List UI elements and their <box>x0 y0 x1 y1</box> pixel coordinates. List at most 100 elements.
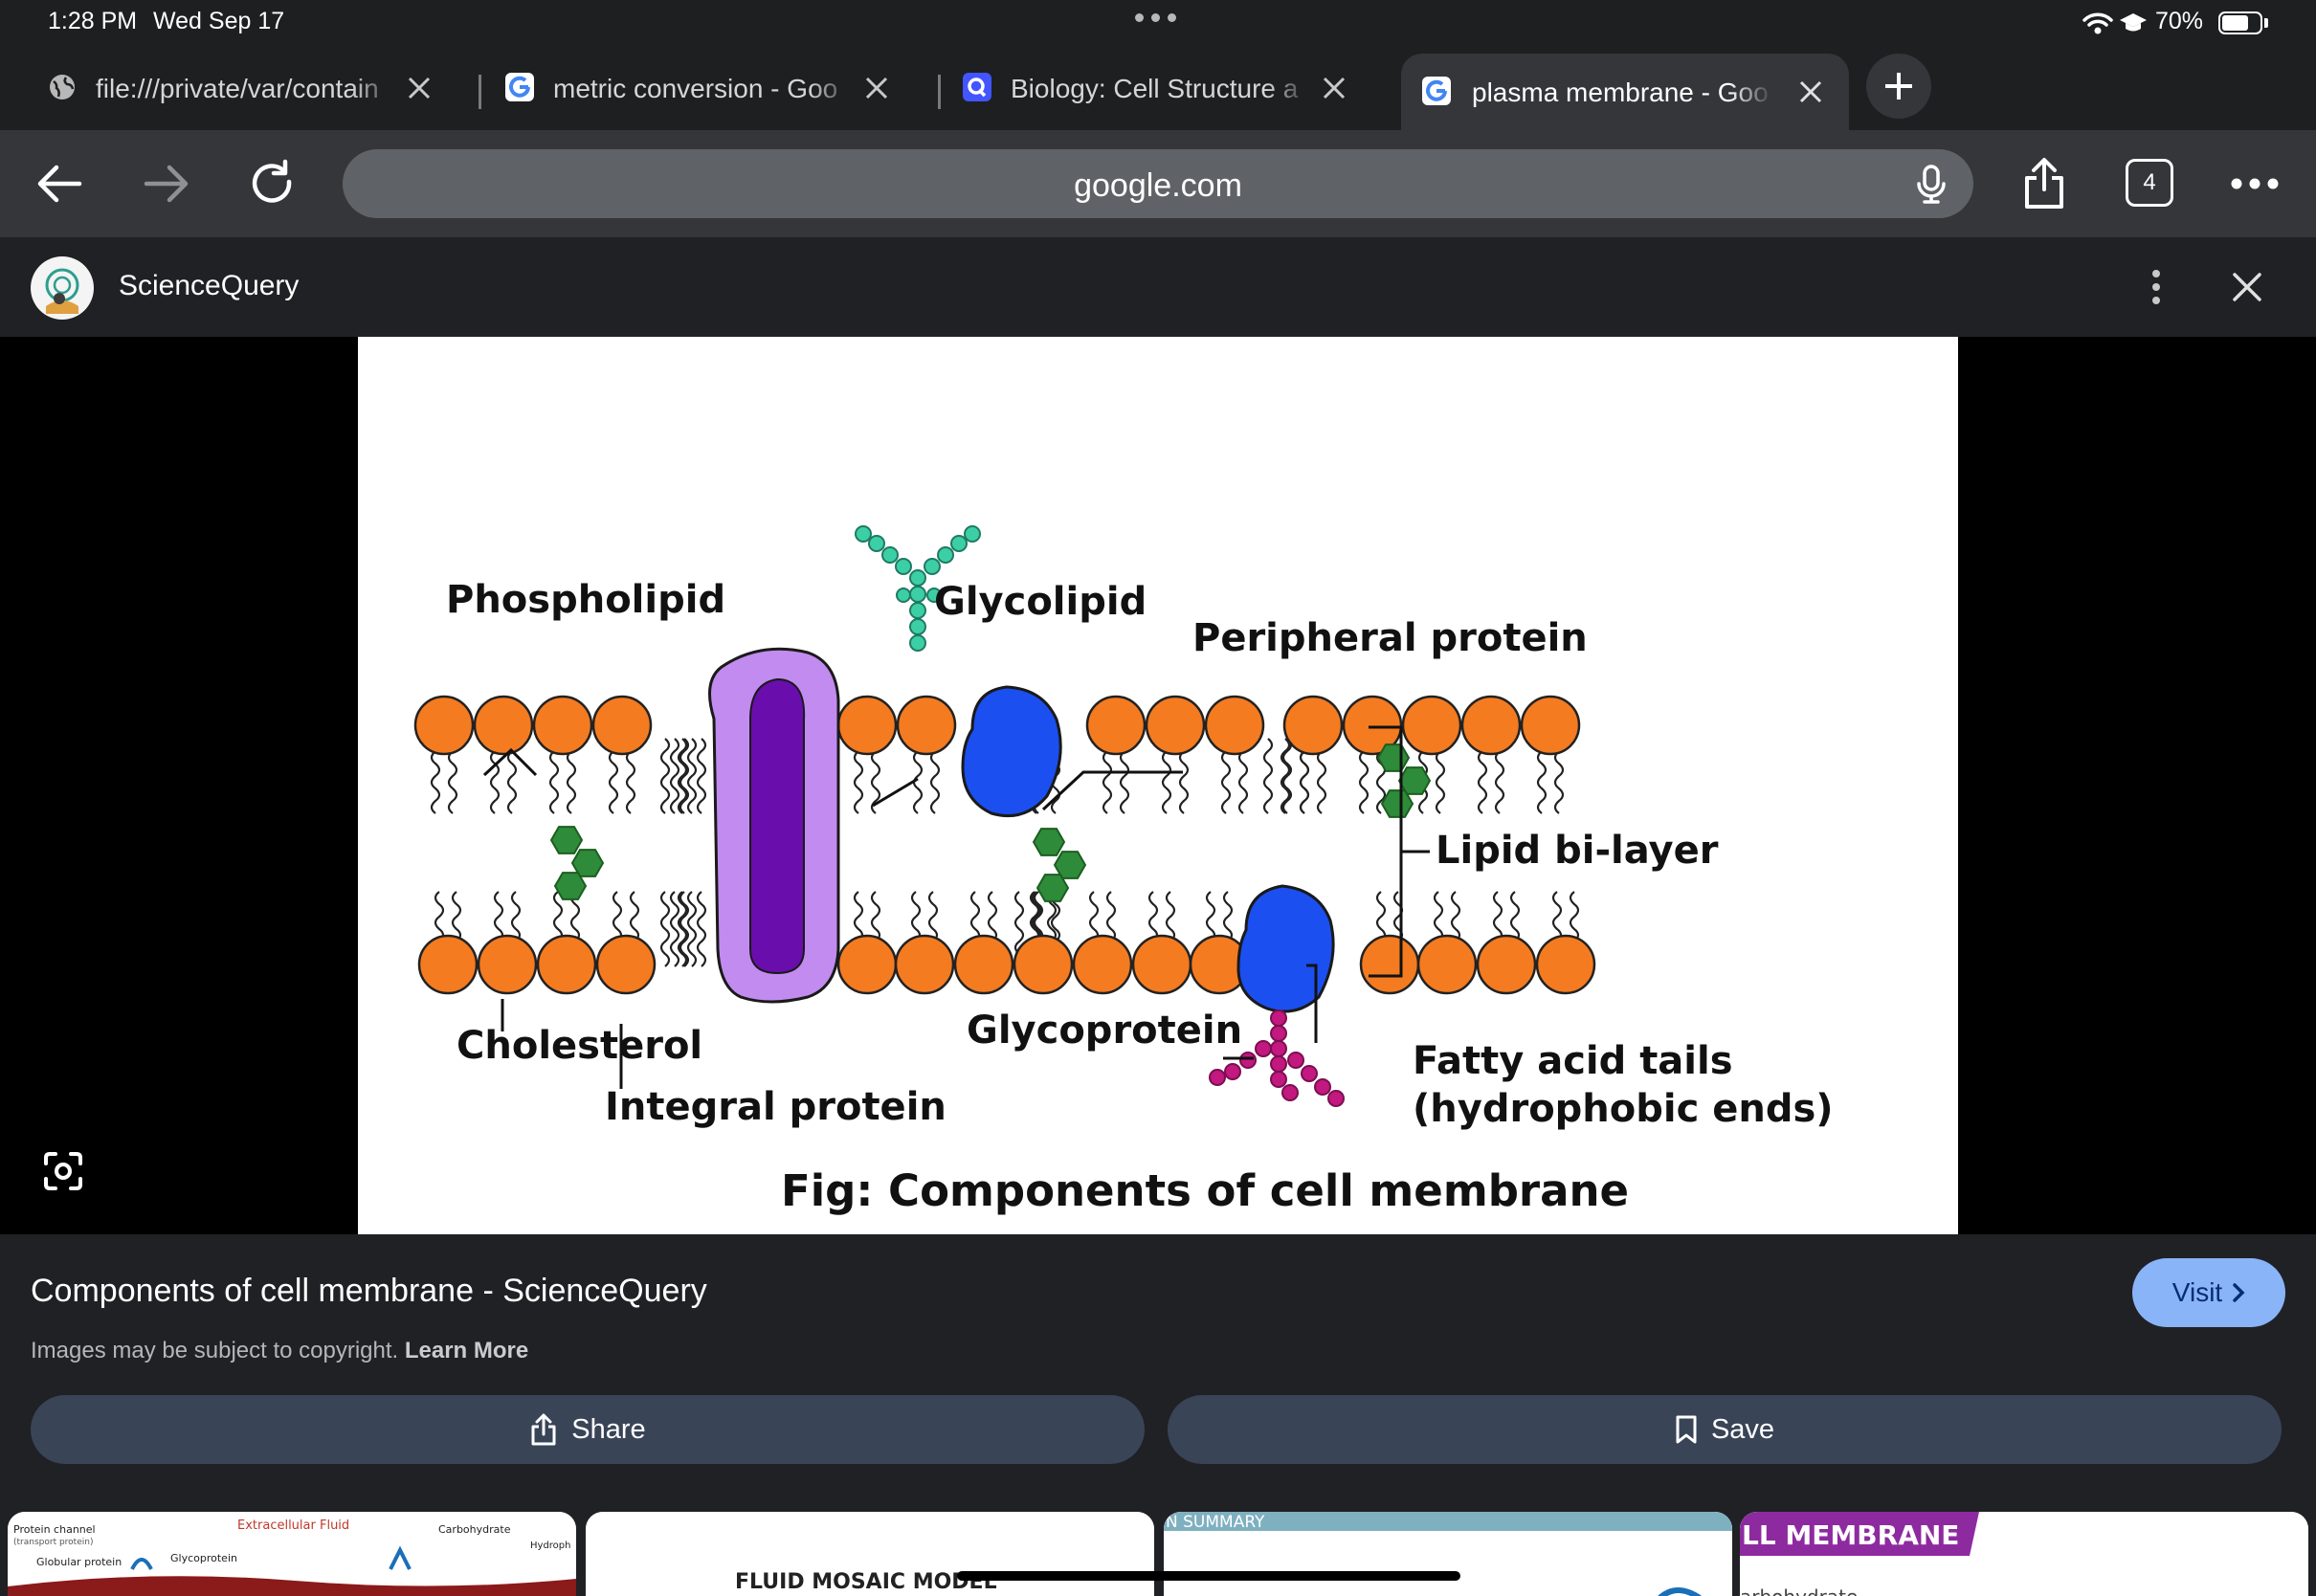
tab-plasma-membrane[interactable]: plasma membrane - Goo <box>1401 54 1849 130</box>
phospholipid-head <box>836 695 898 756</box>
plus-icon <box>1885 73 1912 100</box>
copyright-notice: Images may be subject to copyright. Lear… <box>31 1338 528 1364</box>
related-image-thumbnail[interactable]: N SUMMARY <box>1164 1512 1732 1596</box>
label-cholesterol: Cholesterol <box>457 1024 702 1068</box>
close-tab-icon[interactable] <box>404 73 434 103</box>
glycoprotein-sugar <box>1270 1071 1287 1088</box>
glycoprotein-sugar <box>1327 1090 1345 1107</box>
integral-protein-channel <box>749 677 806 975</box>
glycolipid-sugar <box>909 602 926 619</box>
tab-file[interactable]: file:///private/var/contain <box>29 54 459 122</box>
glycoprotein-sugar <box>1270 1055 1287 1073</box>
more-vertical-icon[interactable] <box>2149 268 2163 306</box>
tab-biology[interactable]: Biology: Cell Structure a <box>944 54 1374 122</box>
back-arrow-icon <box>37 165 82 203</box>
visit-button[interactable]: Visit <box>2132 1258 2285 1327</box>
image-area: Phospholipid Glycolipid Peripheral prote… <box>0 337 2316 1234</box>
glycoprotein-sugar <box>1314 1078 1331 1096</box>
fatty-acid-tail <box>669 738 680 814</box>
related-images-strip: Protein channel (transport protein) Glob… <box>0 1500 2316 1596</box>
fatty-acid-tail <box>696 891 707 967</box>
phospholipid-head <box>591 695 653 756</box>
tab-separator <box>479 75 481 109</box>
phospholipid-head <box>1401 695 1462 756</box>
phospholipid-head <box>1416 934 1478 995</box>
cholesterol-ring <box>1397 766 1432 795</box>
fatty-acid-tail <box>1262 738 1274 814</box>
peripheral-protein-shape <box>961 685 1062 818</box>
phospholipid-head <box>1282 695 1344 756</box>
more-menu-button[interactable] <box>2226 155 2283 212</box>
close-tab-icon[interactable] <box>861 73 892 103</box>
battery-icon <box>2218 11 2262 34</box>
glycoprotein-sugar <box>1301 1065 1318 1082</box>
tab-title: plasma membrane - Goo <box>1472 78 1769 107</box>
glycolipid-sugar <box>855 525 872 543</box>
url-text: google.com <box>1074 167 1242 204</box>
save-button[interactable]: Save <box>1168 1395 2282 1464</box>
thumb-text: LL MEMBRANE <box>1742 1519 1959 1551</box>
back-button[interactable] <box>31 155 88 212</box>
label-integral-protein: Integral protein <box>605 1085 946 1129</box>
reload-button[interactable] <box>243 155 301 212</box>
globe-icon <box>50 75 75 100</box>
fatty-acid-tail <box>679 891 690 967</box>
related-image-thumbnail[interactable]: FLUID MOSAIC MODEL <box>586 1512 1154 1596</box>
bookmark-icon <box>1676 1415 1697 1444</box>
phospholipid-head <box>1359 934 1420 995</box>
phospholipid-head <box>896 695 957 756</box>
phospholipid-head <box>595 934 657 995</box>
status-bar: 1:28 PM Wed Sep 17 70% <box>0 0 2316 46</box>
phospholipid-head <box>1460 695 1522 756</box>
thumb-text: arbohydrate <box>1740 1585 1858 1596</box>
phospholipid-head <box>1204 695 1265 756</box>
phospholipid-head <box>417 934 479 995</box>
learn-more-link[interactable]: Learn More <box>404 1338 529 1363</box>
thumb-text: Carbohydrate <box>438 1523 511 1536</box>
forward-button[interactable] <box>138 155 195 212</box>
glycoprotein-sugar <box>1287 1052 1304 1069</box>
address-bar[interactable]: google.com <box>343 149 1973 218</box>
tab-metric-conversion[interactable]: metric conversion - Goo <box>486 54 917 122</box>
close-tab-icon[interactable] <box>1319 73 1349 103</box>
home-indicator[interactable] <box>957 1571 1460 1581</box>
image-title[interactable]: Components of cell membrane - ScienceQue… <box>31 1273 707 1309</box>
phospholipid-head <box>413 695 475 756</box>
share-page-button[interactable] <box>2015 155 2073 212</box>
glycolipid-sugar <box>950 535 968 552</box>
multitasking-dots-icon[interactable] <box>1135 13 1176 22</box>
image-info-panel: Components of cell membrane - ScienceQue… <box>0 1234 2316 1596</box>
tab-title: file:///private/var/contain <box>96 74 379 103</box>
membrane-figure[interactable]: Phospholipid Glycolipid Peripheral prote… <box>358 337 1958 1234</box>
close-tab-icon[interactable] <box>1795 77 1826 107</box>
label-fatty-acid-tails: Fatty acid tails <box>1413 1039 1733 1083</box>
phospholipid-head <box>894 934 955 995</box>
source-name[interactable]: ScienceQuery <box>119 270 300 301</box>
source-avatar[interactable] <box>31 256 94 320</box>
sciencequery-logo-icon <box>33 259 91 317</box>
thumb-text: Extracellular Fluid <box>237 1518 349 1533</box>
visit-label: Visit <box>2171 1277 2223 1307</box>
thumb-text: Hydroph <box>530 1541 570 1551</box>
new-tab-button[interactable] <box>1866 54 1931 119</box>
thumb-text: Globular protein <box>36 1556 122 1568</box>
thumb-text: Glycoprotein <box>170 1552 237 1564</box>
related-image-thumbnail[interactable]: Protein channel (transport protein) Glob… <box>8 1512 576 1596</box>
google-g-icon <box>505 73 534 101</box>
glycoprotein-sugar <box>1270 1009 1287 1027</box>
label-phospholipid: Phospholipid <box>446 578 725 622</box>
google-lens-icon[interactable] <box>42 1150 84 1192</box>
status-time: 1:28 PM <box>48 8 138 34</box>
related-image-thumbnail[interactable]: LL MEMBRANE arbohydrate <box>1740 1512 2308 1596</box>
tab-switcher-button[interactable]: 4 <box>2126 159 2173 207</box>
cholesterol-ring <box>1032 828 1066 856</box>
phospholipid-head <box>477 934 538 995</box>
share-button[interactable]: Share <box>31 1395 1145 1464</box>
close-viewer-icon[interactable] <box>2230 270 2264 304</box>
label-glycoprotein: Glycoprotein <box>967 1009 1242 1053</box>
phospholipid-head <box>532 695 593 756</box>
battery-cap <box>2264 18 2268 28</box>
microphone-icon[interactable] <box>1910 163 1952 205</box>
image-viewer-header: ScienceQuery <box>0 237 2316 337</box>
fatty-acid-tail <box>696 738 707 814</box>
